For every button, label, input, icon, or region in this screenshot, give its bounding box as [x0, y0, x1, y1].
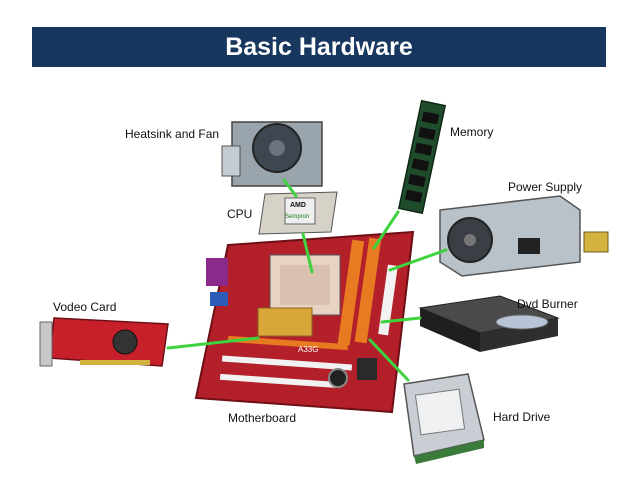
label-video-card: Vodeo Card: [53, 300, 117, 314]
heatsink-fan-image: [221, 121, 323, 187]
dvd-burner-image: [418, 295, 560, 352]
connector-memory: [372, 210, 400, 250]
connector-hard-drive: [368, 338, 410, 382]
label-cpu: CPU: [227, 207, 253, 221]
title-bar: Basic Hardware: [32, 27, 606, 67]
connector-heatsink: [282, 178, 298, 198]
page-title: Basic Hardware: [225, 32, 413, 61]
connector-power-supply: [388, 248, 448, 272]
connector-dvd-burner: [380, 316, 422, 324]
connector-cpu: [301, 232, 314, 274]
label-heatsink-and-fan: Heatsink and Fan: [125, 127, 220, 141]
video-card-image: [39, 317, 169, 367]
label-motherboard: Motherboard: [228, 411, 297, 425]
label-memory: Memory: [450, 125, 494, 139]
cpu-model-text: Sempron: [285, 214, 309, 220]
motherboard-image: A33G: [194, 230, 415, 414]
label-power-supply: Power Supply: [508, 180, 583, 194]
connector-video-card: [166, 336, 260, 350]
memory-image: [397, 99, 447, 215]
label-dvd-burner: Dvd Burner: [517, 297, 578, 311]
cpu-brand-text: AMD: [290, 202, 306, 209]
hard-drive-image: [403, 373, 485, 464]
power-supply-image: [439, 195, 609, 277]
label-hard-drive: Hard Drive: [493, 410, 551, 424]
cpu-image: AMD Sempron: [258, 191, 338, 235]
board-model-text: A33G: [298, 345, 318, 354]
